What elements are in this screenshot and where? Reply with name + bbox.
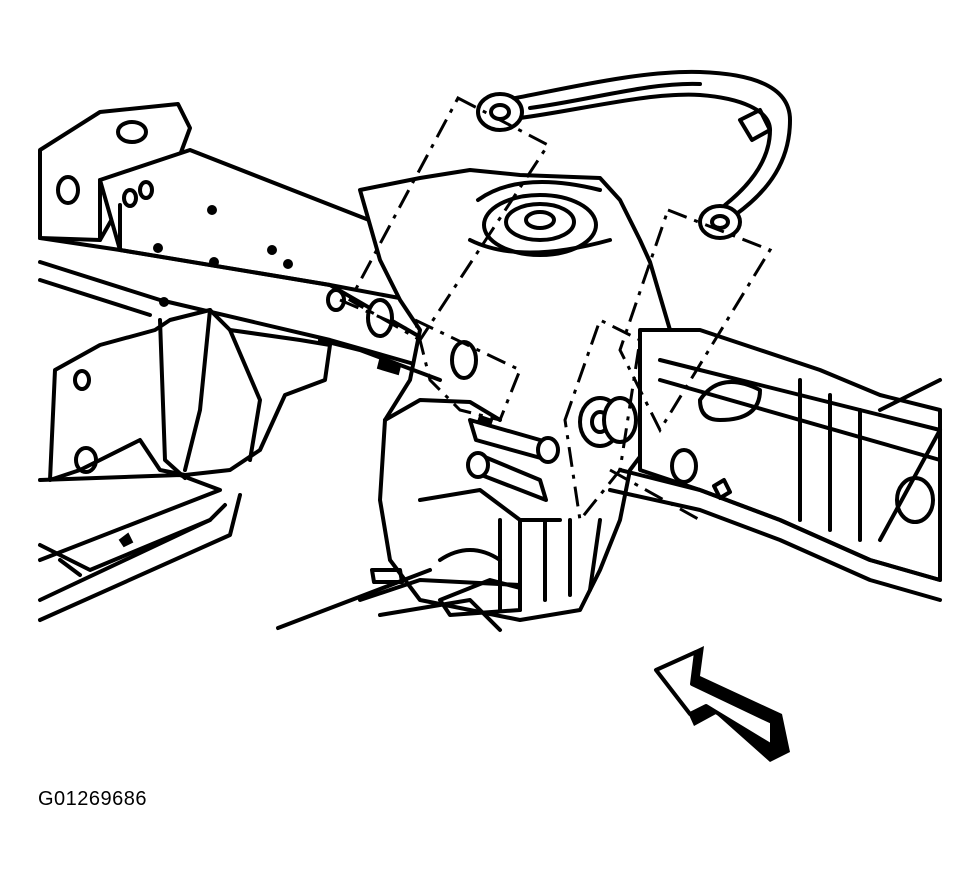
detail-callouts <box>339 95 773 524</box>
lower-frame-lines <box>276 568 522 632</box>
center-crossmember <box>358 168 702 622</box>
fasteners <box>318 288 732 584</box>
left-lower-bracket <box>38 308 332 622</box>
figure-id-label: G01269686 <box>38 788 148 810</box>
right-frame-rail <box>608 328 942 602</box>
arrow-icon <box>654 646 790 762</box>
upper-control-arm <box>476 69 792 240</box>
